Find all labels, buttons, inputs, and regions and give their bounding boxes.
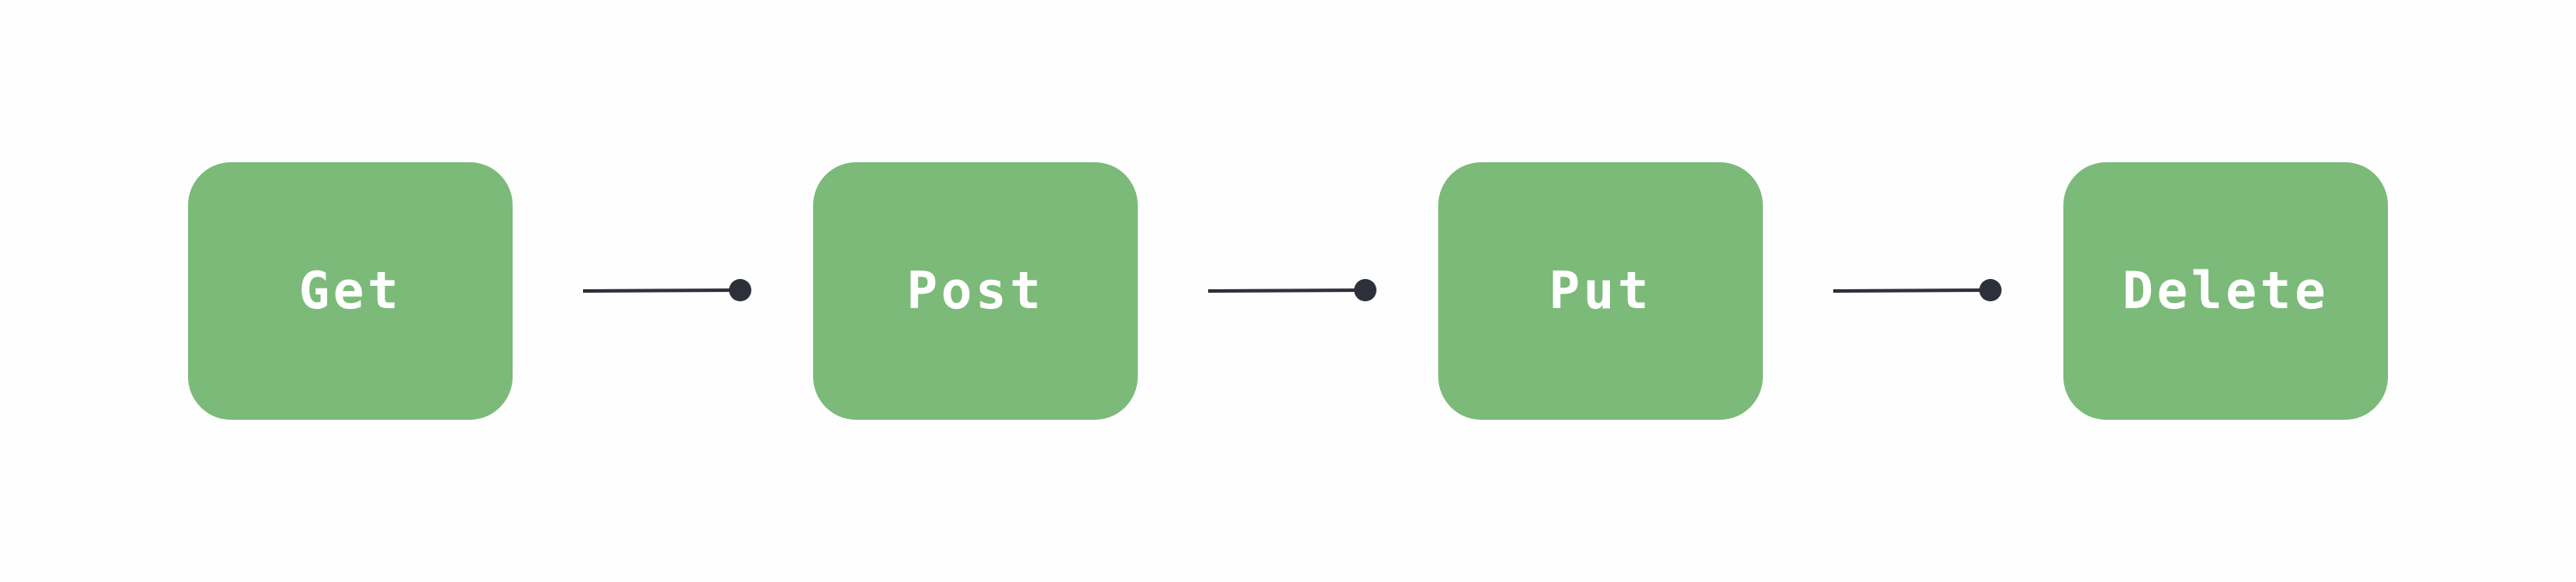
node-delete: Delete bbox=[2063, 162, 2388, 420]
edge-get-post bbox=[582, 279, 751, 301]
edge-get-post-endpoint-dot bbox=[729, 279, 751, 301]
edge-post-put bbox=[1207, 279, 1376, 301]
node-get: Get bbox=[188, 162, 513, 420]
edge-put-delete-endpoint-dot bbox=[1979, 279, 2002, 301]
edge-put-delete bbox=[1832, 279, 2002, 301]
node-put-label: Put bbox=[1548, 261, 1653, 321]
edge-post-put-line bbox=[1207, 288, 1366, 293]
node-put: Put bbox=[1438, 162, 1763, 420]
edge-put-delete-line bbox=[1832, 288, 1991, 293]
node-delete-label: Delete bbox=[2122, 261, 2330, 321]
node-post: Post bbox=[813, 162, 1138, 420]
node-post-label: Post bbox=[906, 261, 1045, 321]
edge-post-put-endpoint-dot bbox=[1354, 279, 1376, 301]
edge-get-post-line bbox=[582, 288, 741, 293]
node-get-label: Get bbox=[298, 261, 403, 321]
